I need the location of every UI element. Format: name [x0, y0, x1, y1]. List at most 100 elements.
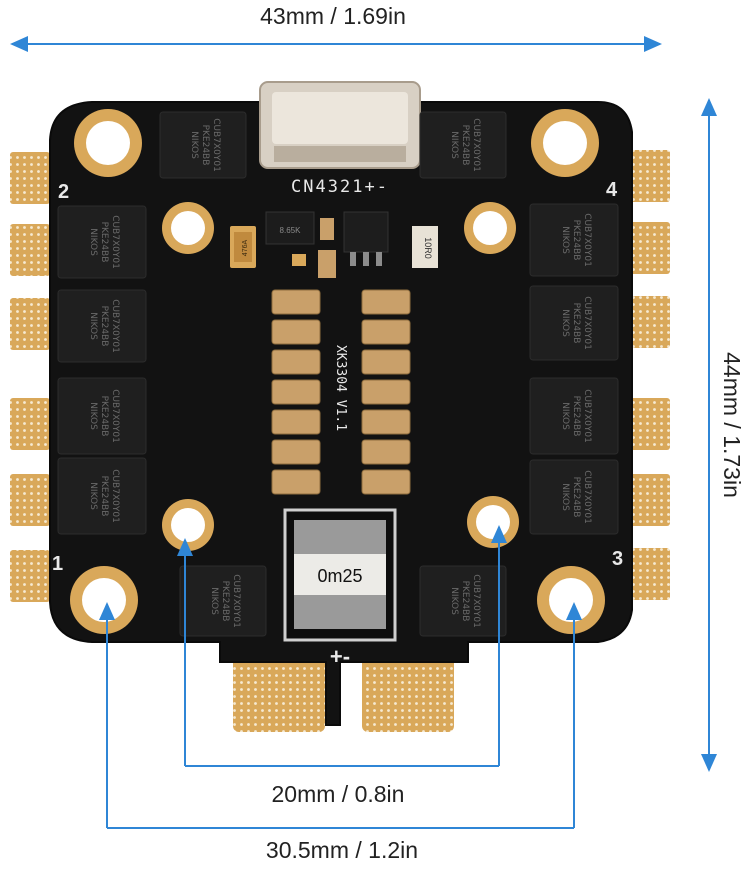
shunt-bottom-contact: [294, 595, 386, 629]
mosfet-marking: CUB7X0Y01: [471, 574, 481, 628]
ceramic-capacitor: [361, 349, 411, 375]
mount-hole: [543, 121, 587, 165]
shunt-body: [294, 554, 386, 595]
mosfet-marking: PKE24BB: [571, 220, 581, 261]
mount-hole: [82, 578, 126, 622]
mount-hole: [86, 121, 130, 165]
width-dimension-label: 43mm / 1.69in: [260, 3, 406, 29]
regulator-area: 476A 8.65K 10R0: [230, 211, 438, 278]
mosfet-marking: PKE24BB: [571, 396, 581, 437]
ceramic-capacitor: [361, 469, 411, 495]
mosfet-marking: NIKOS: [449, 131, 459, 159]
mosfet-marking: CUB7X0Y01: [110, 215, 120, 269]
mount-hole: [549, 578, 593, 622]
mosfet-chip: [57, 377, 147, 455]
voltage-regulator: [343, 211, 389, 253]
ceramic-capacitor: [361, 379, 411, 405]
ceramic-capacitor: [271, 469, 321, 495]
mosfet-chip: [529, 459, 619, 535]
mosfet-marking: PKE24BB: [99, 476, 109, 517]
mosfet-chip: [529, 285, 619, 361]
mosfet-chip: [419, 565, 507, 637]
smd-cap: [320, 218, 334, 240]
tantalum-capacitor-body: [234, 232, 252, 262]
mosfet-chip: [57, 289, 147, 363]
ceramic-capacitor: [271, 409, 321, 435]
mosfet-marking: NIKOS: [189, 131, 199, 159]
right-motor-pads: [628, 150, 670, 600]
mosfet-marking: CUB7X0Y01: [582, 213, 592, 267]
motor-pad: [628, 296, 670, 348]
connector-pins: [274, 146, 406, 162]
mosfet-marking: NIKOS: [88, 228, 98, 256]
mosfet-marking: PKE24BB: [99, 306, 109, 347]
mount-dimension-lines: [99, 525, 582, 829]
connector-silkscreen: CN4321+-: [291, 177, 389, 197]
inner-hole: [473, 211, 507, 245]
motor-pad: [628, 150, 670, 202]
motor-number-2: 2: [58, 181, 69, 203]
mosfet-marking: NIKOS: [88, 482, 98, 510]
mosfet-chip: [529, 203, 619, 277]
mosfet-marking: NIKOS: [88, 402, 98, 430]
model-silkscreen: XK3304 V1.1: [333, 345, 348, 431]
mosfet-marking: PKE24BB: [99, 222, 109, 263]
motor-number-1: 1: [52, 553, 63, 575]
jst-connector: [259, 81, 421, 169]
motor-pad: [628, 398, 670, 450]
mosfet-marking: CUB7X0Y01: [231, 574, 241, 628]
battery-positive-pad: [233, 650, 325, 732]
motor-pad: [10, 298, 50, 350]
motor-pad: [628, 474, 670, 526]
connector-cover: [272, 92, 408, 144]
mosfet-marking: CUB7X0Y01: [110, 389, 120, 443]
mount-holes: [70, 109, 605, 634]
mosfet-marking: PKE24BB: [460, 125, 470, 166]
mosfet-marking: NIKOS: [209, 587, 219, 615]
mosfet-marking: CUB7X0Y01: [110, 299, 120, 353]
regulator-pin: [350, 252, 356, 266]
battery-pads: [233, 650, 454, 732]
motor-pad: [10, 398, 50, 450]
shunt-top-contact: [294, 520, 386, 554]
mosfet-marking: PKE24BB: [571, 303, 581, 344]
inner-hole: [171, 508, 205, 542]
cap-label: 476A: [242, 240, 249, 257]
ceramic-capacitor: [271, 439, 321, 465]
mosfet-marking: CUB7X0Y01: [471, 118, 481, 172]
ceramic-capacitor: [361, 439, 411, 465]
mosfet-chip: [159, 111, 247, 179]
motor-pad: [628, 548, 670, 600]
ceramic-capacitor: [271, 319, 321, 345]
mosfet-marking: CUB7X0Y01: [211, 118, 221, 172]
mosfet-marking: CUB7X0Y01: [582, 389, 592, 443]
inner-mount-label: 20mm / 0.8in: [272, 781, 405, 807]
resistor-label: 10R0: [423, 237, 433, 259]
ceramic-capacitor: [361, 289, 411, 315]
ic-chip: [265, 211, 315, 245]
mosfet-marking: PKE24BB: [571, 477, 581, 518]
ceramic-capacitor: [271, 379, 321, 405]
motor-pad: [10, 152, 50, 204]
mosfet-marking: CUB7X0Y01: [110, 469, 120, 523]
ceramic-capacitor: [271, 349, 321, 375]
ceramic-capacitor: [271, 289, 321, 315]
mosfet-marking: NIKOS: [449, 587, 459, 615]
mosfet-marking: PKE24BB: [460, 581, 470, 622]
mosfet-marking: CUB7X0Y01: [582, 296, 592, 350]
smd-resistor: [292, 254, 306, 266]
mosfet-chip: [57, 205, 147, 279]
outer-mount-label: 30.5mm / 1.2in: [266, 837, 418, 863]
motor-pad: [10, 224, 50, 276]
regulator-pin: [376, 252, 382, 266]
height-dimension-label: 44mm / 1.73in: [719, 352, 745, 498]
motor-pad: [628, 222, 670, 274]
capacitor-bank: [271, 289, 411, 495]
mosfet-marking: NIKOS: [560, 309, 570, 337]
battery-negative-pad: [362, 650, 454, 732]
mosfet-marking: PKE24BB: [200, 125, 210, 166]
mosfet-marking: NIKOS: [560, 226, 570, 254]
inner-hole: [476, 505, 510, 539]
